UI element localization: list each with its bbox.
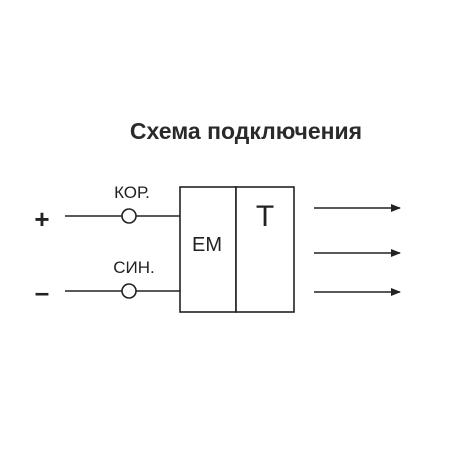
minus-sign: – <box>35 277 49 307</box>
terminal-label-bottom: СИН. <box>113 258 155 277</box>
terminal-circle-bottom <box>121 283 137 299</box>
diagram-title: Схема подключения <box>130 118 362 144</box>
terminal-circle-top <box>121 208 137 224</box>
t-block <box>235 186 295 313</box>
em-block-label: ЕМ <box>192 234 222 256</box>
em-block <box>179 186 237 313</box>
plus-sign: + <box>34 204 49 234</box>
t-block-label: T <box>256 200 274 233</box>
terminal-label-top: КОР. <box>114 183 150 202</box>
